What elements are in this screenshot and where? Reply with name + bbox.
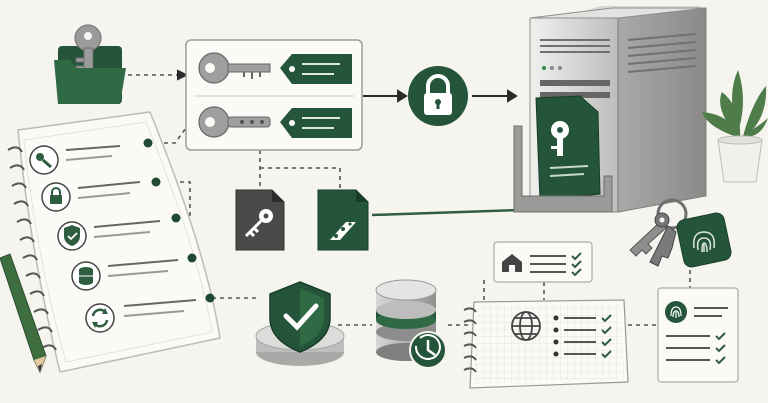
notebook-list — [7, 111, 221, 373]
pencil — [0, 253, 47, 374]
key-tag-panel — [185, 39, 363, 151]
list-row — [29, 145, 121, 175]
home-checklist-card — [493, 241, 593, 283]
list-row — [41, 181, 141, 212]
globe-icon — [511, 311, 541, 341]
server-tower — [513, 6, 707, 213]
key-tag — [280, 54, 352, 84]
key-icon — [629, 212, 677, 267]
shield-check-platform — [255, 281, 345, 366]
list-row — [57, 220, 161, 251]
plant-pot — [702, 70, 768, 183]
key-folder-icon — [54, 24, 126, 104]
key-icon — [198, 106, 271, 138]
hex-file-card — [317, 189, 369, 251]
restore-clock-icon — [409, 331, 447, 369]
key-ring-with-fingerprint-tag — [629, 198, 732, 268]
connector-dots — [143, 138, 215, 303]
list-row — [85, 299, 197, 333]
lock-icon — [408, 66, 468, 126]
fingerprint-tag — [676, 212, 732, 268]
list-row — [71, 259, 179, 291]
key-icon — [198, 52, 271, 84]
fingerprint-checklist-card — [657, 287, 739, 383]
solid-arrows — [177, 69, 518, 103]
key-document-in-server — [535, 95, 601, 201]
key-file-card — [235, 189, 285, 251]
notebook-spiral — [7, 146, 57, 351]
key-tag — [280, 108, 352, 138]
globe-checklist-notebook — [463, 299, 629, 389]
database-stack — [375, 279, 447, 369]
